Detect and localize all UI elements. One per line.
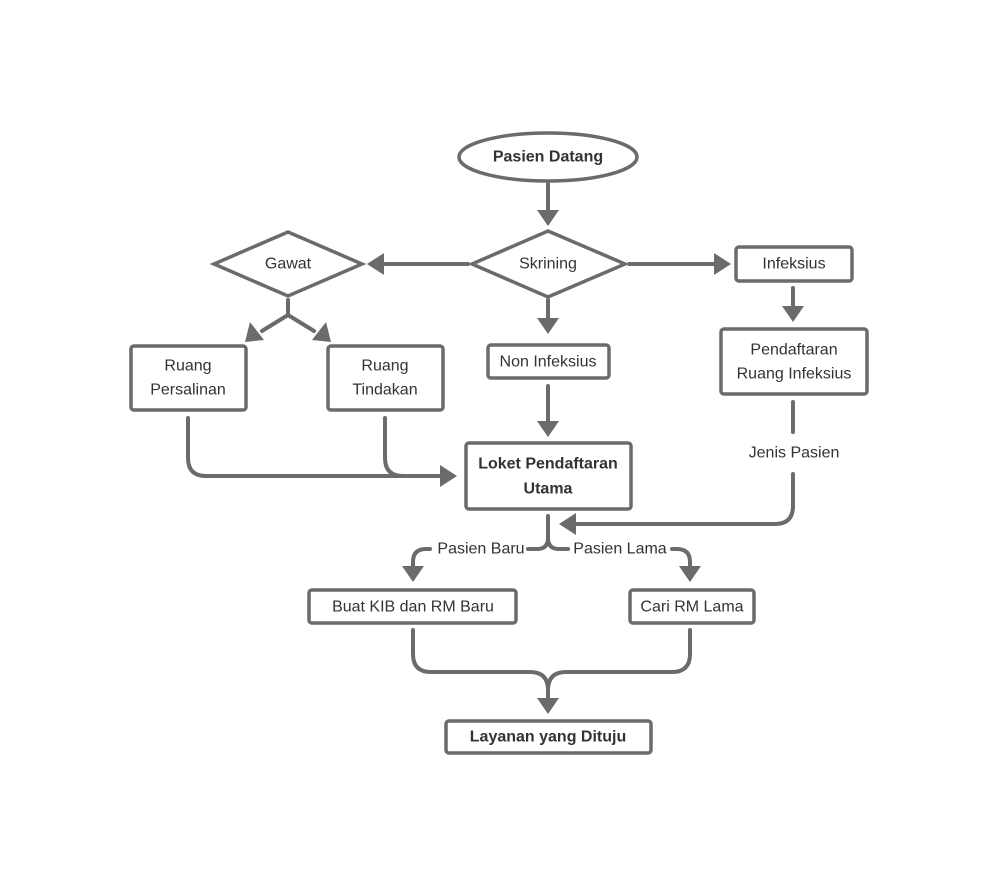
node-cari-rm-lama-label: Cari RM Lama: [640, 599, 743, 616]
arrowhead: [440, 465, 457, 487]
edge-loket-split: [526, 514, 550, 551]
node-loket-label-line2: Utama: [524, 481, 573, 498]
node-cari-rm-lama: Cari RM Lama: [628, 588, 756, 625]
node-ruang-persalinan-label-line1: Ruang: [164, 358, 211, 375]
edge-pasienlama-rm: [670, 547, 692, 570]
edge-loket-split-right: [546, 536, 570, 551]
node-layanan-label: Layanan yang Dituju: [470, 729, 626, 746]
node-non-infeksius-label: Non Infeksius: [500, 354, 597, 371]
edge-persalinan-loket: [186, 416, 444, 478]
arrowhead: [245, 322, 264, 342]
node-ruang-tindakan-label-line2: Tindakan: [352, 382, 417, 399]
node-layanan-yang-dituju: Layanan yang Dituju: [444, 719, 653, 755]
node-loket-pendaftaran-utama: Loket Pendaftaran Utama: [464, 441, 633, 511]
node-skrining-label: Skrining: [519, 256, 577, 273]
node-pasien-datang: Pasien Datang: [457, 131, 639, 183]
arrowhead: [537, 421, 559, 437]
arrowhead: [679, 566, 701, 582]
node-ruang-tindakan: Ruang Tindakan: [326, 344, 445, 412]
edge-jenispasien-loket: [572, 472, 795, 526]
node-buat-kib: Buat KIB dan RM Baru: [307, 588, 518, 625]
arrowhead: [714, 253, 731, 275]
node-buat-kib-label: Buat KIB dan RM Baru: [332, 599, 494, 616]
node-non-infeksius: Non Infeksius: [486, 343, 611, 380]
arrowhead: [559, 513, 576, 535]
edge-label-jenis-pasien: Jenis Pasien: [749, 445, 840, 462]
node-loket-label-line1: Loket Pendaftaran: [478, 456, 618, 473]
node-pasien-datang-label: Pasien Datang: [493, 149, 603, 166]
node-infeksius: Infeksius: [734, 245, 854, 283]
edge-gawat-fork: [260, 298, 290, 333]
node-ruang-persalinan: Ruang Persalinan: [129, 344, 248, 412]
edge-kib-layanan: [411, 628, 550, 702]
edge-gawat-fork-right: [286, 313, 316, 333]
arrowhead: [402, 566, 424, 582]
node-pendaftaran-label-line2: Ruang Infeksius: [737, 366, 852, 383]
node-pendaftaran-label-line1: Pendaftaran: [750, 342, 837, 359]
node-ruang-tindakan-label-line1: Ruang: [361, 358, 408, 375]
arrowhead: [537, 210, 559, 226]
edge-label-pasien-baru: Pasien Baru: [437, 541, 524, 558]
edge-rm-layanan: [546, 628, 692, 692]
arrowhead: [537, 318, 559, 334]
arrowhead: [537, 698, 559, 714]
node-ruang-persalinan-label-line2: Persalinan: [150, 382, 226, 399]
node-gawat: Gawat: [209, 230, 367, 298]
node-skrining: Skrining: [467, 229, 630, 299]
edge-tindakan-loket: [383, 416, 405, 478]
edge-label-pasien-lama: Pasien Lama: [573, 541, 666, 558]
node-infeksius-label: Infeksius: [762, 256, 825, 273]
node-gawat-label: Gawat: [265, 256, 312, 273]
node-pendaftaran-ruang-infeksius: Pendaftaran Ruang Infeksius: [719, 327, 869, 396]
edge-pasienbaru-kib: [411, 547, 432, 570]
arrowhead: [312, 322, 331, 342]
arrowhead: [782, 306, 804, 322]
arrowhead: [367, 253, 384, 275]
